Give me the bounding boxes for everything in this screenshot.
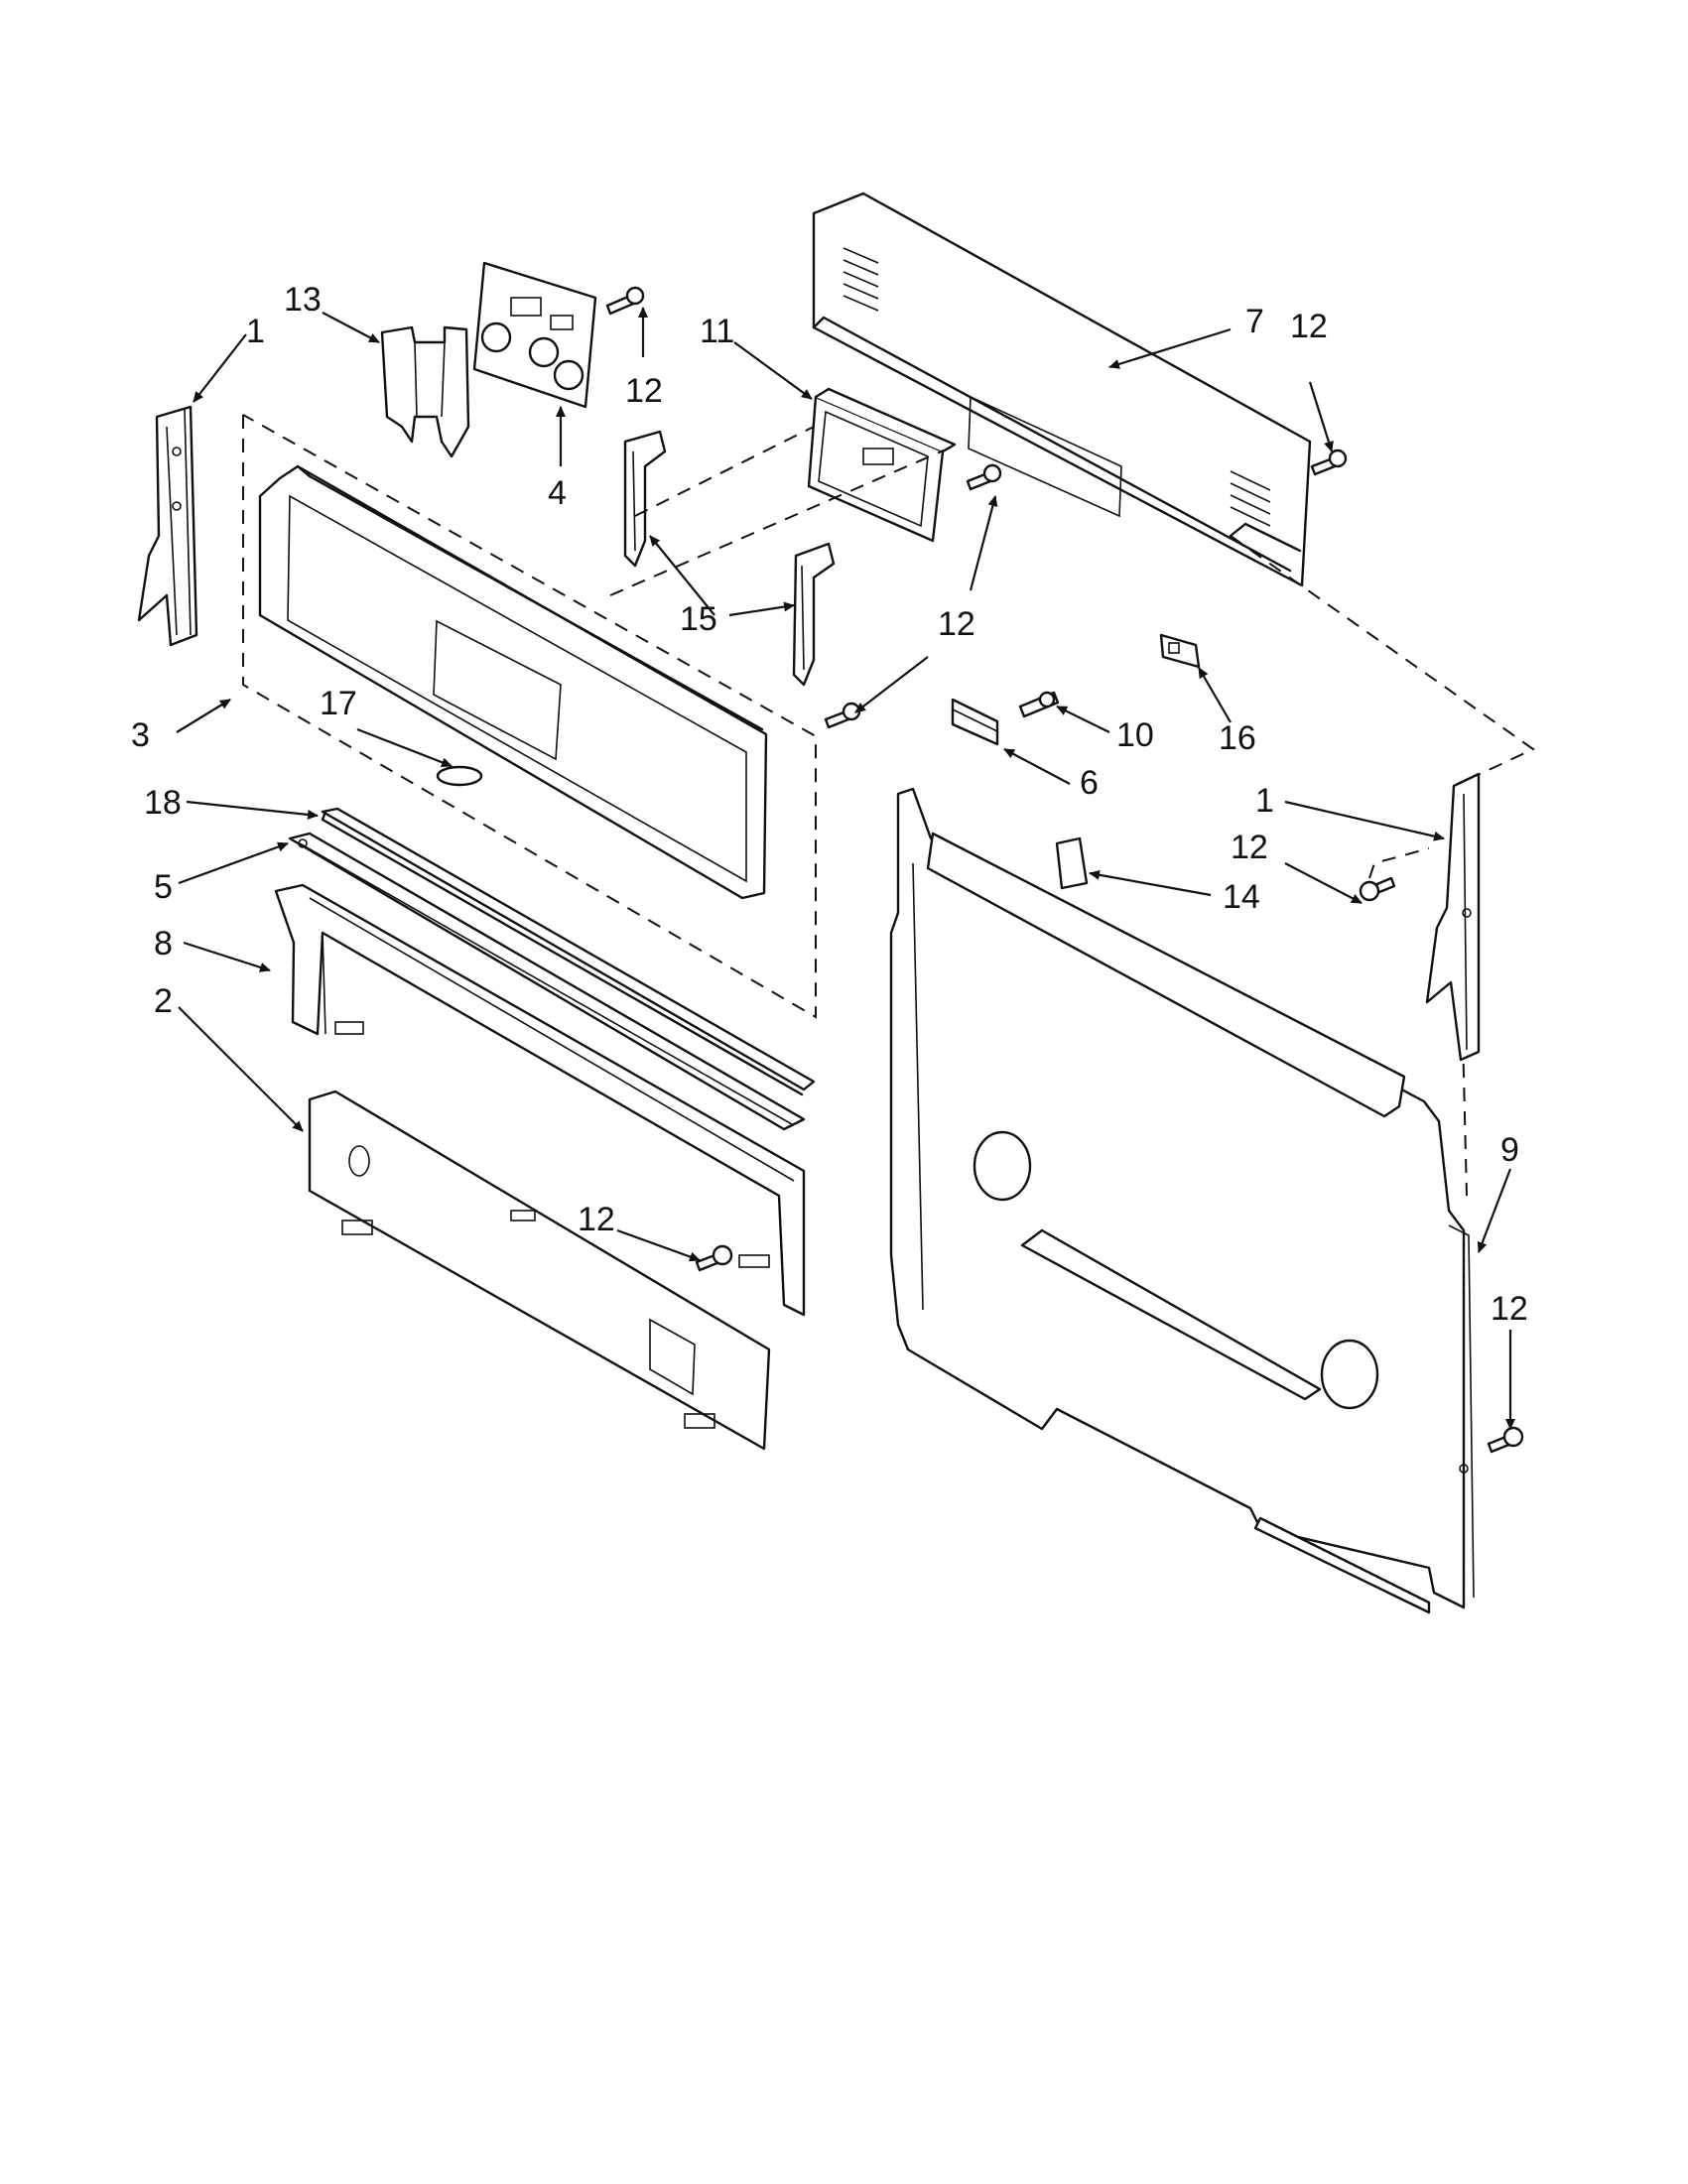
- assembly-outline-left: [242, 414, 954, 1019]
- screw-12-control-box: [966, 463, 1002, 491]
- callout-4: 4: [548, 474, 567, 512]
- side-bracket-left: [137, 405, 198, 647]
- rear-panel-7: [812, 192, 1312, 587]
- callout-9: 9: [1500, 1131, 1519, 1169]
- control-box-11: [807, 387, 957, 543]
- connector-16: [1159, 633, 1201, 669]
- callout-11: 11: [700, 313, 734, 350]
- callout-7: 7: [1245, 303, 1264, 340]
- callout-12c: 12: [938, 605, 975, 643]
- callout-12a: 12: [625, 372, 663, 410]
- channel-5: [288, 832, 806, 1131]
- callout-1a: 1: [246, 313, 265, 350]
- callout-5: 5: [154, 868, 173, 906]
- trim-strip-18: [321, 807, 816, 1096]
- callout-6: 6: [1080, 764, 1099, 802]
- screw-12-lower: [695, 1244, 733, 1272]
- callout-12e: 12: [578, 1201, 615, 1238]
- lower-bracket-8: [274, 883, 806, 1317]
- screw-12-top: [605, 286, 645, 316]
- clip-15: [623, 430, 836, 687]
- callout-13: 13: [284, 281, 322, 319]
- callout-labels: 1 13 12 4 11 7 12 15 12 3 17 10 6 16 18 …: [131, 281, 1528, 1328]
- callout-3: 3: [131, 716, 150, 754]
- lower-panel-2: [308, 1090, 771, 1451]
- callout-17: 17: [320, 685, 357, 722]
- screw-12-rear-panel: [1310, 449, 1348, 476]
- callout-1b: 1: [1255, 782, 1274, 820]
- screw-12-main-panel: [1487, 1426, 1524, 1454]
- callout-14: 14: [1223, 878, 1260, 916]
- callout-2: 2: [154, 982, 173, 1020]
- screw-10: [1018, 691, 1060, 718]
- control-bracket-13: [380, 325, 470, 458]
- callout-12f: 12: [1491, 1290, 1528, 1328]
- main-panel-9: [889, 787, 1475, 1614]
- screw-12-console: [824, 702, 861, 729]
- bracket-6: [951, 698, 999, 746]
- callout-8: 8: [154, 925, 173, 963]
- callout-12d: 12: [1231, 829, 1268, 866]
- clip-14: [1055, 836, 1089, 890]
- callout-16: 16: [1219, 719, 1256, 757]
- side-bracket-right: [1425, 772, 1481, 1062]
- callout-12b: 12: [1290, 308, 1328, 345]
- callout-18: 18: [144, 784, 182, 822]
- callout-15: 15: [680, 600, 717, 638]
- screw-12-side: [1359, 847, 1430, 902]
- leader-lines: [176, 307, 1515, 1430]
- circuit-board-4: [472, 261, 597, 409]
- callout-10: 10: [1116, 716, 1154, 754]
- console-panel-3: [258, 464, 768, 900]
